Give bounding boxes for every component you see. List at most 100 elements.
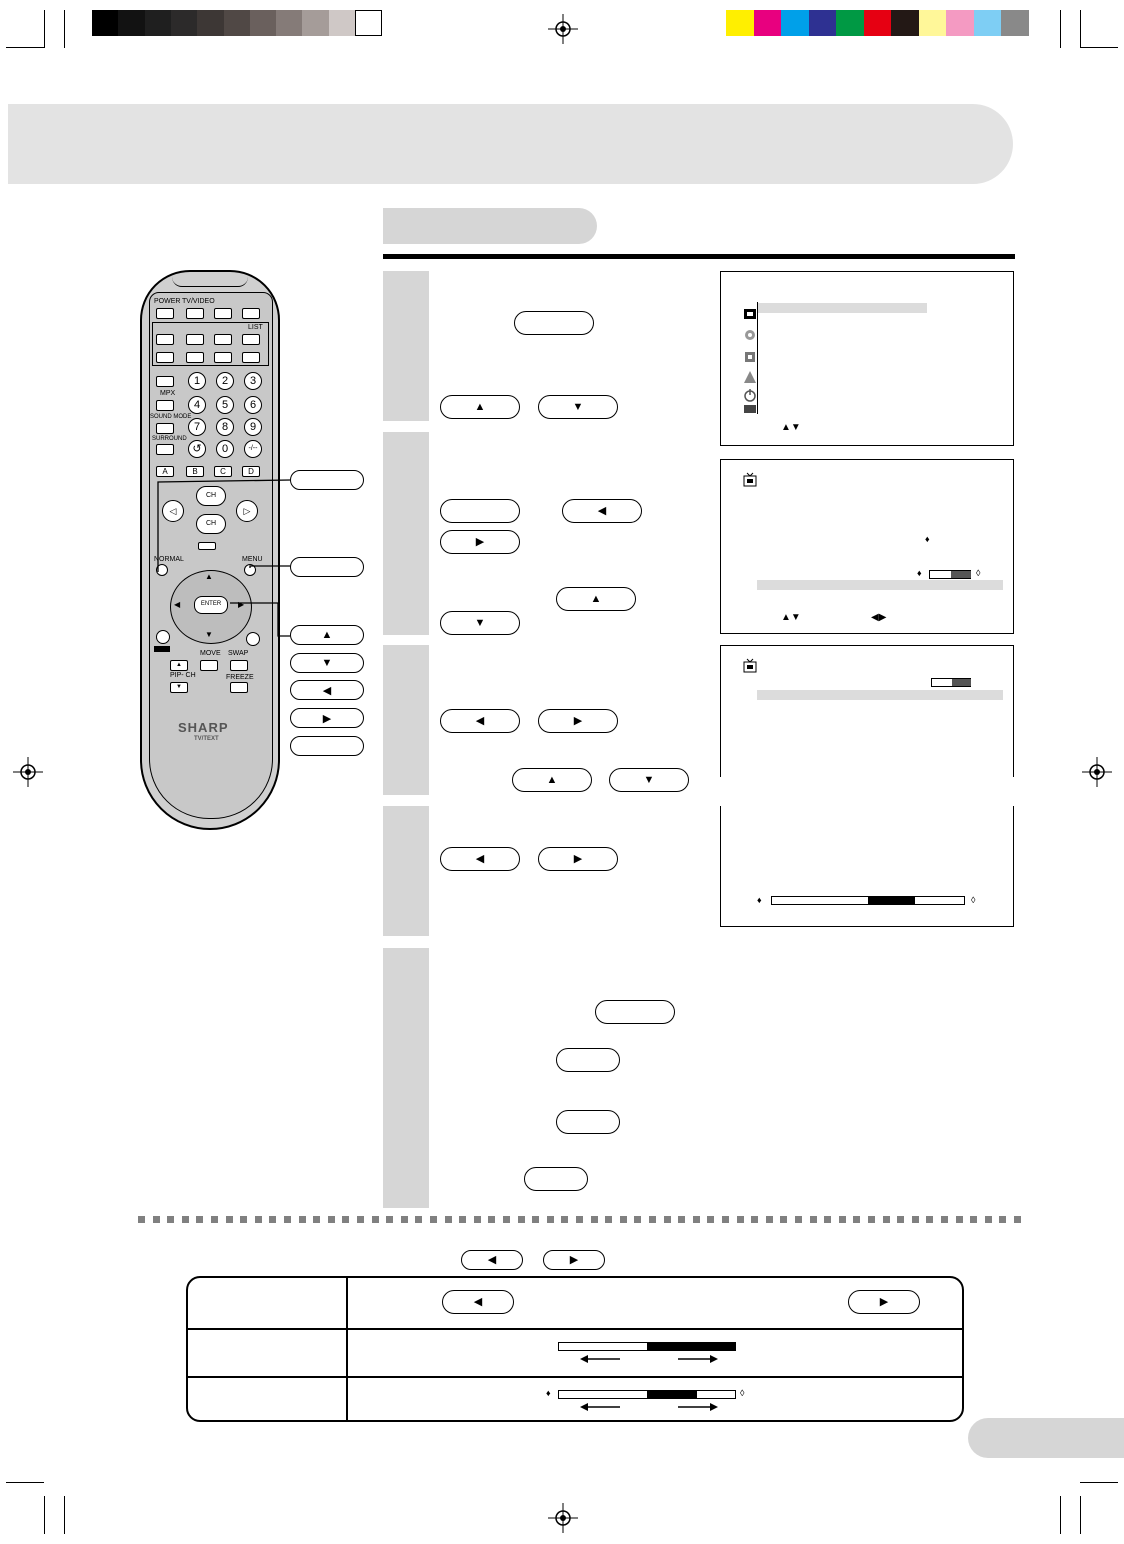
separator-dot [663,1216,671,1223]
separator-dot [415,1216,423,1223]
digit-3-button[interactable]: 3 [244,372,262,390]
center-slider-fill [647,1343,735,1350]
digit-9-button[interactable]: 9 [244,418,262,436]
right-key[interactable]: ▶ [440,530,520,554]
left-key[interactable]: ◀ [440,709,520,733]
digit-0-button[interactable]: 0 [216,440,234,458]
osd-highlight-bar [757,580,1003,590]
enter-key[interactable] [440,499,520,523]
teletext-button[interactable] [214,308,232,319]
up-key[interactable]: ▲ [512,768,592,792]
subpage-button[interactable] [242,352,260,363]
registration-mark-bottom [548,1503,578,1533]
step-4-marker [383,806,429,936]
cancel-button[interactable] [214,352,232,363]
freeze-button[interactable] [230,682,248,693]
swap-button[interactable] [230,660,248,671]
right-key[interactable]: ▶ [538,709,618,733]
enter-key[interactable] [595,1000,675,1024]
separator-dot [736,1216,744,1223]
up-arrow-icon[interactable]: ▲ [205,572,213,581]
volume-down-button[interactable]: ◁ [162,500,184,522]
callout-right: ▶ [290,708,364,728]
left-key[interactable]: ◀ [440,847,520,871]
separator-dot [488,1216,496,1223]
mute-button[interactable] [156,376,174,387]
surround-button[interactable] [156,444,174,455]
picture-icon [743,472,757,487]
down-key[interactable]: ▼ [440,611,520,635]
separator-dot [254,1216,262,1223]
separator-dot [838,1216,846,1223]
down-key[interactable]: ▼ [538,395,618,419]
digit-5-button[interactable]: 5 [216,396,234,414]
right-arrow-icon[interactable]: ▶ [238,600,245,609]
osd-level-slider [771,896,965,905]
volume-up-button[interactable]: ▷ [236,500,258,522]
teletext-mix-button[interactable] [246,632,260,646]
digit-7-button[interactable]: 7 [188,418,206,436]
separator-dot [649,1216,656,1223]
list-button[interactable] [242,334,260,345]
digit-entry-button[interactable]: -/-- [244,440,262,458]
channel-up-button[interactable]: CH [196,486,226,506]
normal-button[interactable] [156,564,168,576]
return-key[interactable] [556,1110,620,1134]
digit-2-button[interactable]: 2 [216,372,234,390]
text-mode-button[interactable] [242,308,260,319]
separator-dot [386,1216,394,1223]
tv-video-button[interactable] [186,308,204,319]
audio-icon [745,330,755,340]
up-key[interactable]: ▲ [440,395,520,419]
return-key[interactable] [556,1048,620,1072]
right-key[interactable]: ▶ [543,1250,605,1270]
index-button[interactable] [156,352,174,363]
menu-key[interactable] [524,1167,588,1191]
down-key[interactable]: ▼ [609,768,689,792]
menu-key[interactable] [514,311,594,335]
menu-button[interactable] [244,564,256,576]
pip-button[interactable] [156,630,170,644]
left-key[interactable]: ◀ [461,1250,523,1270]
c-button[interactable]: C [214,466,232,477]
subtitle-button[interactable] [214,334,232,345]
right-key[interactable]: ▶ [848,1290,920,1314]
a-button[interactable]: A [156,466,174,477]
left-arrow-icon[interactable]: ◀ [174,600,181,609]
hold-button[interactable] [156,334,174,345]
enter-button[interactable]: ENTER [194,596,228,614]
left-key[interactable]: ◀ [562,499,642,523]
digit-1-button[interactable]: 1 [188,372,206,390]
table-column-divider [346,1278,348,1420]
normal-label: NORMAL [154,556,184,563]
power-button[interactable] [156,308,174,319]
pip-ch-label: PIP- CH [170,672,196,679]
pip-ch-up-button[interactable]: ▲ [170,660,188,671]
reveal-button[interactable] [186,334,204,345]
size-button[interactable] [186,352,204,363]
digit-4-button[interactable]: 4 [188,396,206,414]
separator-dot [692,1216,700,1223]
flashback-button[interactable]: ↺ [188,440,206,458]
section-tab [383,208,597,244]
move-button[interactable] [200,660,218,671]
picture-icon [743,658,757,673]
setup-icon [745,352,755,362]
picture-flip-button[interactable] [198,542,216,550]
digit-6-button[interactable]: 6 [244,396,262,414]
pip-ch-down-button[interactable]: ▼ [170,682,188,693]
mpx-button[interactable] [156,400,174,411]
channel-down-button[interactable]: CH [196,514,226,534]
separator-dot [503,1216,510,1223]
step-5-marker [383,948,429,1208]
sound-mode-button[interactable] [156,423,174,434]
up-key[interactable]: ▲ [556,587,636,611]
left-key[interactable]: ◀ [442,1290,514,1314]
digit-8-button[interactable]: 8 [216,418,234,436]
surround-label: SURROUND [152,436,187,442]
d-button[interactable]: D [242,466,260,477]
b-button[interactable]: B [186,466,204,477]
down-arrow-icon[interactable]: ▼ [205,630,213,639]
separator-dot [167,1216,175,1223]
right-key[interactable]: ▶ [538,847,618,871]
